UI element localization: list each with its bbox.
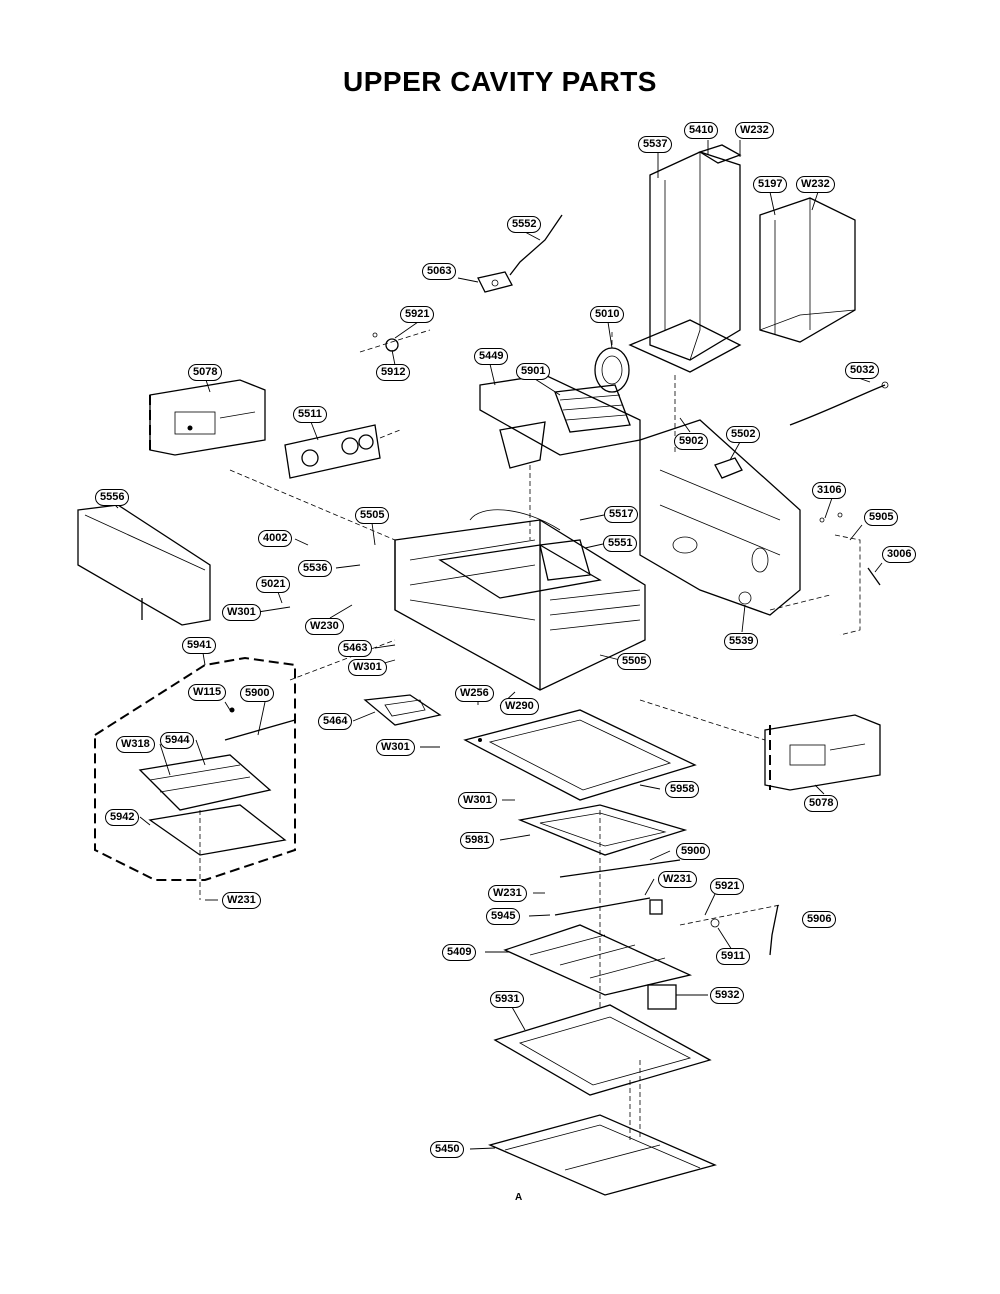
callout-w231-left[interactable]: W231 [222,892,261,909]
callout-5932[interactable]: 5932 [710,987,745,1004]
lower-element-assembly [94,656,296,900]
knob-panel [284,424,401,479]
rear-duct-assembly [628,144,742,373]
callout-5450[interactable]: 5450 [430,1141,465,1158]
callout-5552[interactable]: 5552 [507,216,542,233]
callout-5911[interactable]: 5911 [716,948,750,965]
callout-5556[interactable]: 5556 [95,489,130,506]
callout-w230[interactable]: W230 [305,618,344,635]
callout-5517[interactable]: 5517 [604,506,639,523]
callout-5921-top[interactable]: 5921 [400,306,435,323]
sensor-wire-bracket [477,214,563,293]
callout-5906[interactable]: 5906 [802,911,837,928]
callout-5921-lower[interactable]: 5921 [710,878,745,895]
callout-5464[interactable]: 5464 [318,713,353,730]
callout-5944[interactable]: 5944 [160,732,195,749]
footer-mark: A [515,1192,523,1203]
callout-w115[interactable]: W115 [188,684,227,701]
drip-tray [363,694,442,726]
callout-5981[interactable]: 5981 [460,832,495,849]
callout-5900-left[interactable]: 5900 [240,685,275,702]
right-control-bracket [764,714,881,791]
callout-w301-left[interactable]: W301 [222,604,261,621]
callout-w232-right[interactable]: W232 [796,176,835,193]
callout-w232-top[interactable]: W232 [735,122,774,139]
callout-5021[interactable]: 5021 [256,576,291,593]
callout-5078-left[interactable]: 5078 [188,364,223,381]
callout-5063[interactable]: 5063 [422,263,457,280]
tray [503,924,693,996]
callout-5905[interactable]: 5905 [864,509,899,526]
callout-5551[interactable]: 5551 [603,535,638,552]
callout-5941[interactable]: 5941 [182,637,217,654]
callout-5537[interactable]: 5537 [638,136,673,153]
top-cover-vent [479,374,641,469]
callout-w318[interactable]: W318 [116,736,155,753]
callout-w256[interactable]: W256 [455,685,494,702]
callout-5912[interactable]: 5912 [376,364,411,381]
right-duct-box [759,197,856,343]
callout-5511[interactable]: 5511 [293,406,327,423]
callout-5505-right[interactable]: 5505 [617,653,652,670]
callout-w290[interactable]: W290 [500,698,539,715]
side-bracket-right [819,512,881,636]
callout-5078-right[interactable]: 5078 [804,795,839,812]
small-bracket [647,984,677,1010]
callout-5449[interactable]: 5449 [474,348,509,365]
callout-5931[interactable]: 5931 [490,991,525,1008]
callout-w301-tray[interactable]: W301 [376,739,415,756]
oven-cavity [394,509,646,691]
thermostat-wire [789,381,889,426]
callout-5945[interactable]: 5945 [486,908,521,925]
base-plate [488,1114,717,1196]
callout-w301-mid[interactable]: W301 [348,659,387,676]
callout-5901[interactable]: 5901 [516,363,551,380]
callout-w301-lower[interactable]: W301 [458,792,497,809]
callout-5902[interactable]: 5902 [674,433,709,450]
callout-w231-right[interactable]: W231 [658,871,697,888]
callout-3106[interactable]: 3106 [812,482,847,499]
lower-element-parts [554,897,781,956]
callout-5502[interactable]: 5502 [726,426,761,443]
callout-5539[interactable]: 5539 [724,633,759,650]
callout-5942[interactable]: 5942 [105,809,140,826]
callout-5505-top[interactable]: 5505 [355,507,390,524]
callout-5410[interactable]: 5410 [684,122,719,139]
back-panel [639,419,801,616]
callout-4002[interactable]: 4002 [258,530,293,547]
callout-5032[interactable]: 5032 [845,362,880,379]
bottom-frame [493,1004,712,1140]
callout-5197[interactable]: 5197 [753,176,788,193]
callout-5958[interactable]: 5958 [665,781,700,798]
cavity-frame [463,709,697,801]
left-control-bracket [149,379,266,456]
callout-5536[interactable]: 5536 [298,560,333,577]
callout-5409[interactable]: 5409 [442,944,477,961]
callout-w231-mid[interactable]: W231 [488,885,527,902]
callout-5010[interactable]: 5010 [590,306,625,323]
diagram-title: UPPER CAVITY PARTS [343,66,657,97]
callout-5900-right[interactable]: 5900 [676,843,711,860]
heater-plate [517,804,688,878]
callout-5463[interactable]: 5463 [338,640,373,657]
callout-3006[interactable]: 3006 [882,546,917,563]
